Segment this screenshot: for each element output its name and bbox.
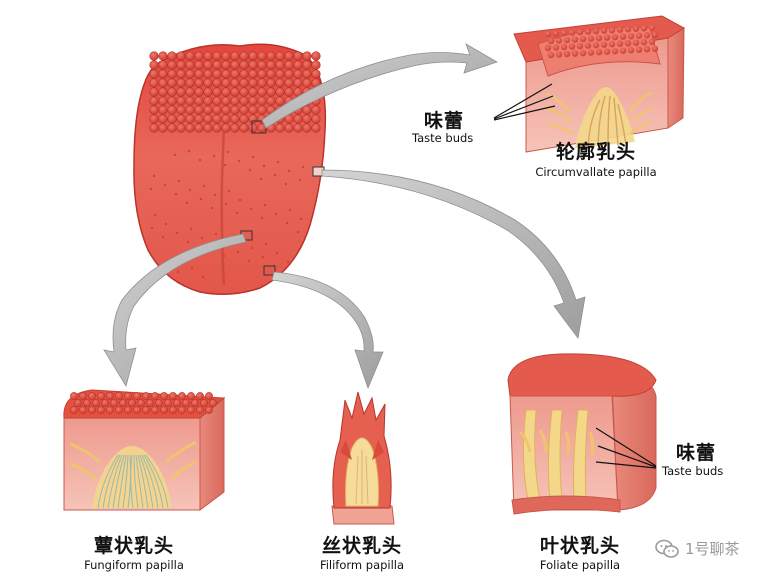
taste-buds-top-label-en: Taste buds: [412, 133, 473, 145]
watermark: 1号聊茶: [655, 538, 740, 559]
foliate-label-en: Foliate papilla: [540, 560, 620, 572]
arrow-to-filiform: [272, 272, 383, 388]
foliate-label-cn: 叶状乳头: [540, 537, 620, 556]
foliate-top-face: [508, 354, 656, 396]
foliate-block: [508, 354, 656, 514]
circumvallate-label-en: Circumvallate papilla: [535, 167, 656, 179]
tongue: [134, 44, 325, 294]
circumvallate-right-face: [668, 28, 684, 128]
fungiform-label-en: Fungiform papilla: [84, 560, 184, 572]
filiform-label-cn: 丝状乳头: [322, 537, 402, 556]
watermark-text: 1号聊茶: [685, 538, 740, 559]
wechat-icon: [655, 539, 679, 559]
filiform-papilla: [332, 392, 394, 524]
foliate-folds: [523, 410, 588, 500]
fungiform-block: [64, 390, 224, 510]
fungiform-label-cn: 蕈状乳头: [94, 537, 174, 556]
taste-buds-right-label-en: Taste buds: [662, 466, 723, 478]
taste-buds-right-label-cn: 味蕾: [676, 444, 716, 463]
foliate-right-face: [612, 380, 656, 510]
circumvallate-label-cn: 轮廓乳头: [556, 143, 636, 162]
taste-buds-top-label-cn: 味蕾: [424, 112, 464, 131]
circumvallate-block: [514, 16, 684, 152]
filiform-base: [332, 506, 394, 524]
fungiform-surface-bumps: [70, 392, 216, 413]
filiform-label-en: Filiform papilla: [320, 560, 404, 572]
foliate-bottom-roll: [512, 496, 620, 514]
